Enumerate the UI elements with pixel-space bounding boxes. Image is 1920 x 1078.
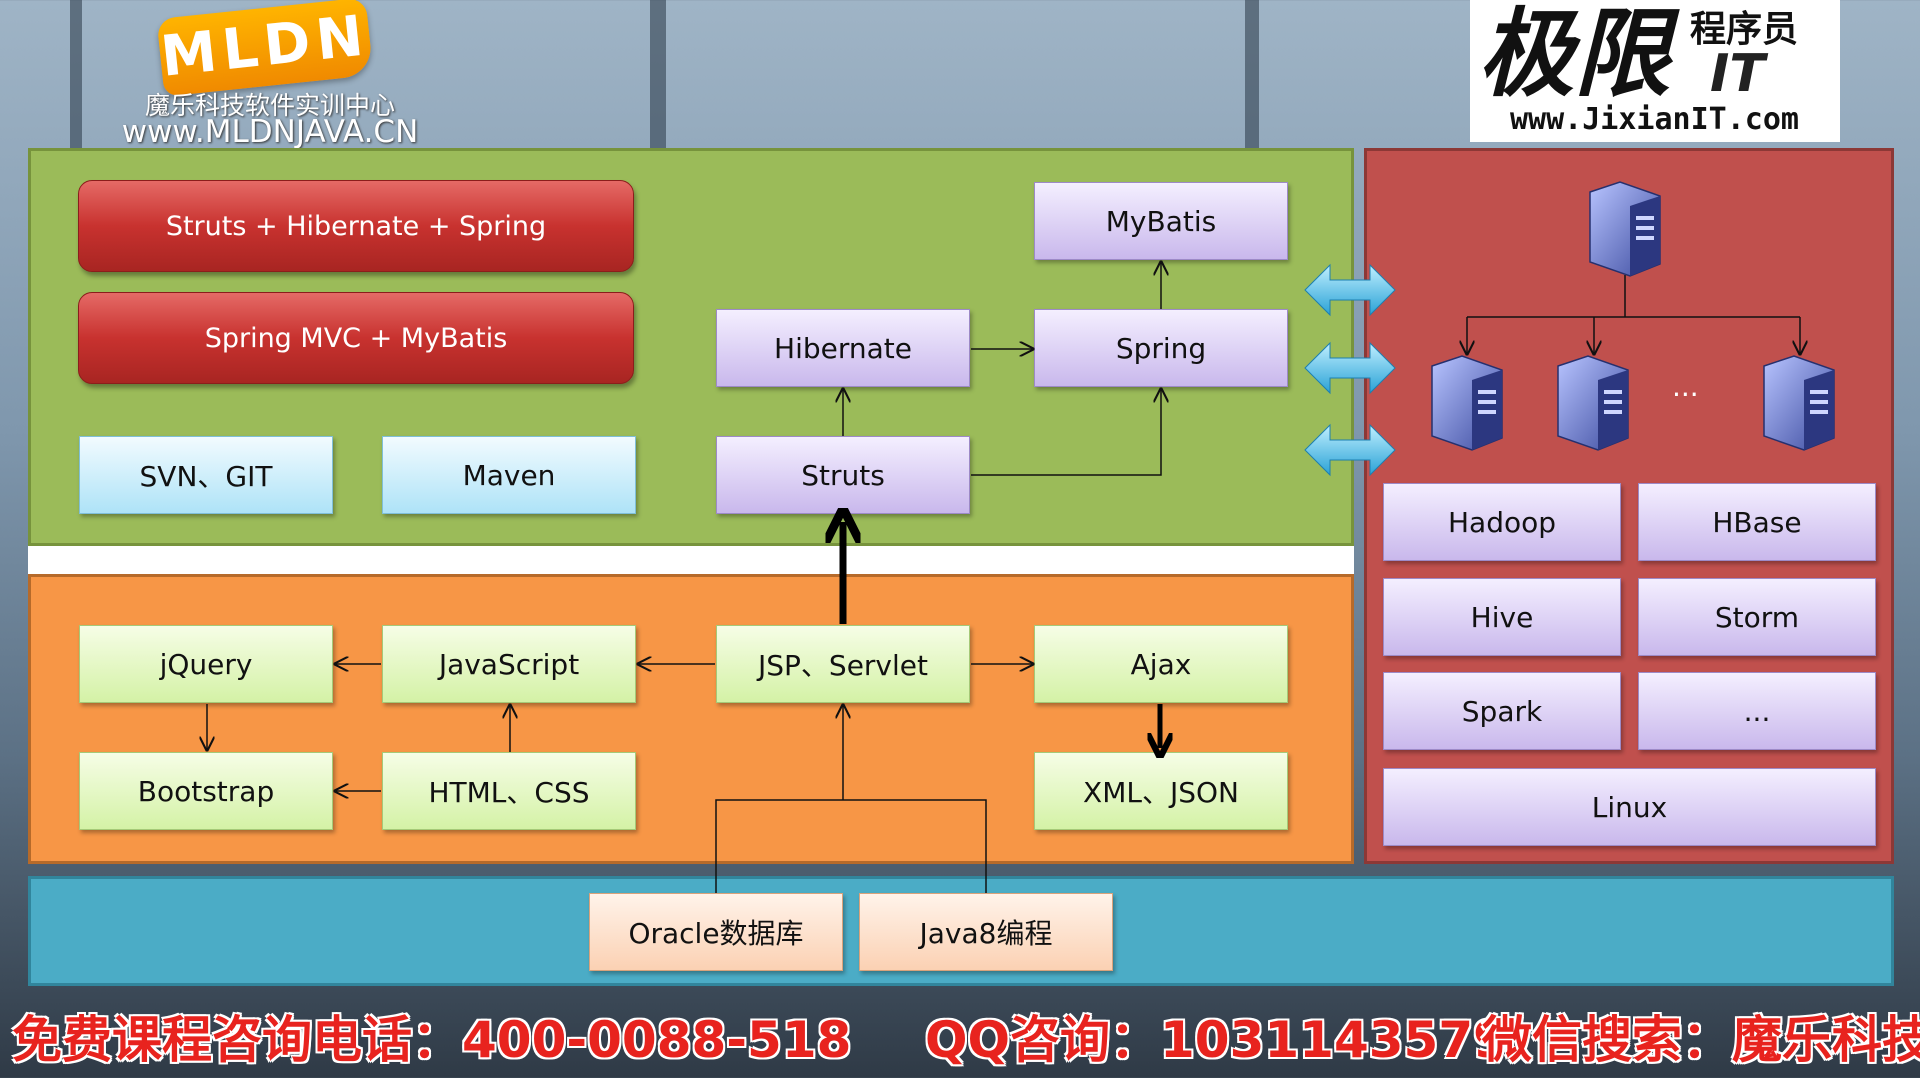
box-mybatis: MyBatis bbox=[1034, 182, 1288, 260]
box-storm: Storm bbox=[1638, 578, 1876, 656]
mldn-url: www.MLDNJAVA.CN bbox=[121, 114, 419, 150]
background-window-frame-left bbox=[70, 0, 82, 148]
jixian-url: www.JixianIT.com bbox=[1510, 102, 1799, 137]
background-window-frame-right bbox=[1245, 0, 1259, 148]
box-xml-json: XML、JSON bbox=[1034, 752, 1288, 830]
box-ellipsis: ... bbox=[1638, 672, 1876, 750]
box-linux: Linux bbox=[1383, 768, 1876, 846]
box-maven: Maven bbox=[382, 436, 636, 514]
box-hadoop: Hadoop bbox=[1383, 483, 1621, 561]
box-hibernate: Hibernate bbox=[716, 309, 970, 387]
box-html-css: HTML、CSS bbox=[382, 752, 636, 830]
box-svn-git: SVN、GIT bbox=[79, 436, 333, 514]
box-jquery: jQuery bbox=[79, 625, 333, 703]
jixian-logo-it: IT bbox=[1710, 44, 1765, 104]
box-struts: Struts bbox=[716, 436, 970, 514]
box-bootstrap: Bootstrap bbox=[79, 752, 333, 830]
jixian-logo-small: 程序员 bbox=[1690, 9, 1799, 50]
footer-phone: 免费课程咨询电话：400-0088-518 bbox=[12, 1011, 852, 1069]
box-ajax: Ajax bbox=[1034, 625, 1288, 703]
box-spring: Spring bbox=[1034, 309, 1288, 387]
server-ellipsis: ... bbox=[1672, 370, 1699, 403]
box-java8: Java8编程 bbox=[859, 893, 1113, 971]
box-oracle: Oracle数据库 bbox=[589, 893, 843, 971]
box-hive: Hive bbox=[1383, 578, 1621, 656]
panel-separator bbox=[28, 546, 1354, 574]
box-hbase: HBase bbox=[1638, 483, 1876, 561]
jixian-logo-background bbox=[1470, 0, 1840, 142]
background-window-frame-center bbox=[650, 0, 666, 148]
box-ssh: Struts + Hibernate + Spring bbox=[78, 180, 634, 272]
box-javascript: JavaScript bbox=[382, 625, 636, 703]
box-spark: Spark bbox=[1383, 672, 1621, 750]
box-jsp-servlet: JSP、Servlet bbox=[716, 625, 970, 703]
footer-qq: QQ咨询：1031143579 bbox=[925, 1011, 1508, 1069]
box-spring-mvc-mybatis: Spring MVC + MyBatis bbox=[78, 292, 634, 384]
jixian-logo-title: 极限 bbox=[1478, 0, 1670, 110]
mldn-subtitle: 魔乐科技软件实训中心 bbox=[144, 91, 395, 120]
mldn-logo: MLDN bbox=[156, 0, 374, 97]
footer-wechat: 微信搜索：魔乐科技 bbox=[1482, 1011, 1920, 1069]
